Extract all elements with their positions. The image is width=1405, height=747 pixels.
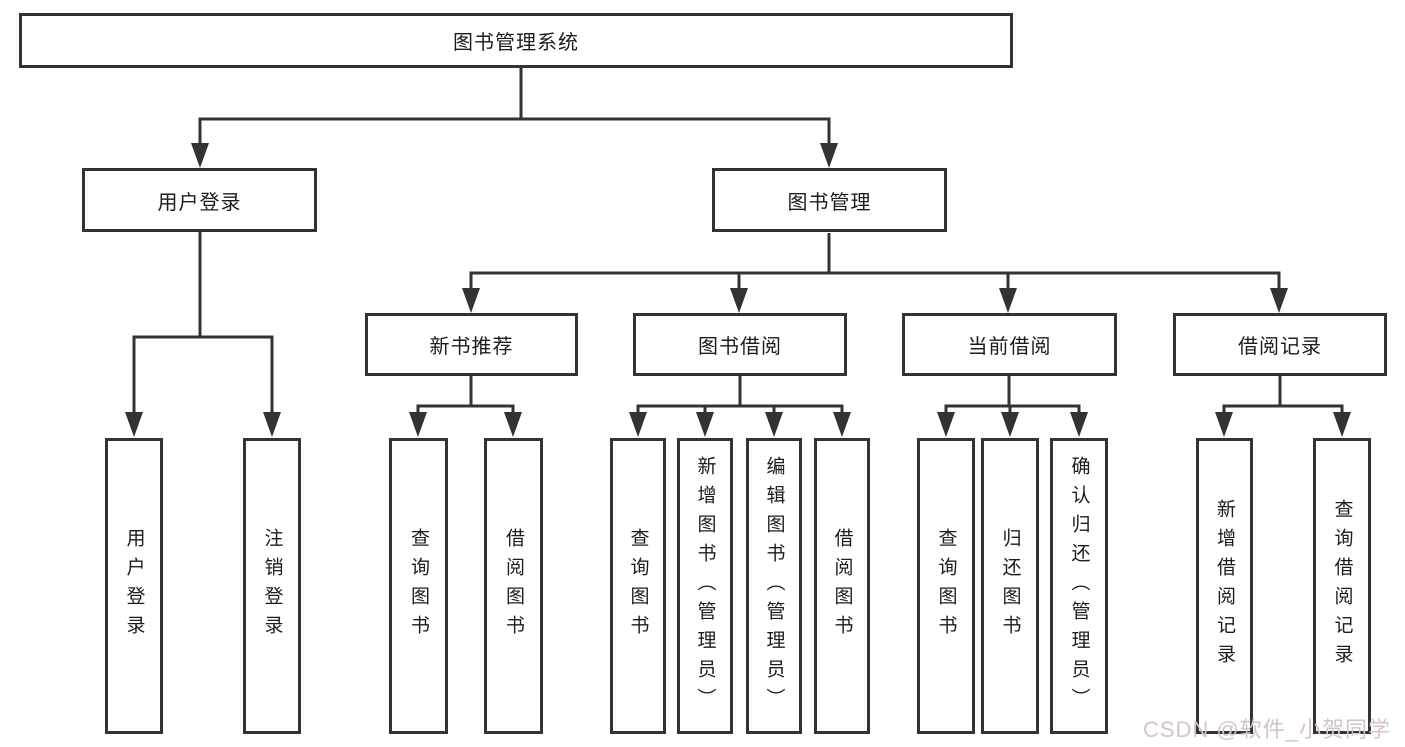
node-root: 图书管理系统 bbox=[19, 13, 1013, 68]
leaf-edit-book-admin: 编辑图书（管理员） bbox=[746, 438, 802, 734]
node-user-login-label: 用户登录 bbox=[157, 191, 242, 214]
leaf-query-borrow-record: 查询借阅记录 bbox=[1313, 438, 1371, 734]
node-book-management-label: 图书管理 bbox=[787, 191, 872, 214]
leaf-user-login-label: 用户登录 bbox=[123, 528, 145, 644]
leaf-user-login: 用户登录 bbox=[105, 438, 163, 734]
leaf-confirm-return-admin-label: 确认归还（管理员） bbox=[1068, 455, 1090, 717]
node-book-borrow: 图书借阅 bbox=[633, 313, 847, 376]
node-user-login: 用户登录 bbox=[82, 168, 317, 232]
node-current-borrow: 当前借阅 bbox=[902, 313, 1117, 376]
node-current-borrow-label: 当前借阅 bbox=[967, 336, 1052, 358]
leaf-borrow-books-label: 借阅图书 bbox=[831, 528, 853, 644]
connector-arrowheads bbox=[125, 143, 1351, 437]
node-root-label: 图书管理系统 bbox=[453, 32, 579, 54]
node-borrow-records-label: 借阅记录 bbox=[1238, 336, 1322, 358]
node-new-book-recommend-label: 新书推荐 bbox=[429, 336, 514, 358]
leaf-query-books-current-label: 查询图书 bbox=[935, 528, 957, 644]
node-new-book-recommend: 新书推荐 bbox=[365, 313, 578, 376]
leaf-edit-book-admin-label: 编辑图书（管理员） bbox=[763, 455, 785, 717]
leaf-return-book: 归还图书 bbox=[981, 438, 1039, 734]
leaf-add-borrow-record-label: 新增借阅记录 bbox=[1214, 499, 1235, 673]
leaf-logout-label: 注销登录 bbox=[261, 528, 283, 644]
node-borrow-records: 借阅记录 bbox=[1173, 313, 1387, 376]
leaf-query-books-current: 查询图书 bbox=[917, 438, 975, 734]
leaf-add-book-admin: 新增图书（管理员） bbox=[677, 438, 733, 734]
leaf-query-books-recommend: 查询图书 bbox=[389, 438, 448, 734]
node-book-management: 图书管理 bbox=[712, 168, 947, 232]
csdn-watermark: CSDN @软件_小贺同学 bbox=[1142, 717, 1391, 742]
leaf-borrow-books-recommend: 借阅图书 bbox=[484, 438, 543, 734]
leaf-return-book-label: 归还图书 bbox=[999, 528, 1021, 644]
leaf-logout: 注销登录 bbox=[243, 438, 301, 734]
leaf-borrow-books: 借阅图书 bbox=[814, 438, 870, 734]
leaf-query-borrow-record-label: 查询借阅记录 bbox=[1331, 499, 1353, 673]
leaf-borrow-books-recommend-label: 借阅图书 bbox=[503, 528, 524, 644]
leaf-add-borrow-record: 新增借阅记录 bbox=[1196, 438, 1253, 734]
leaf-query-books-borrow-label: 查询图书 bbox=[627, 528, 649, 644]
leaf-query-books-recommend-label: 查询图书 bbox=[408, 528, 429, 644]
leaf-confirm-return-admin: 确认归还（管理员） bbox=[1050, 438, 1108, 734]
node-book-borrow-label: 图书借阅 bbox=[698, 336, 782, 358]
leaf-query-books-borrow: 查询图书 bbox=[610, 438, 666, 734]
leaf-add-book-admin-label: 新增图书（管理员） bbox=[694, 455, 716, 717]
